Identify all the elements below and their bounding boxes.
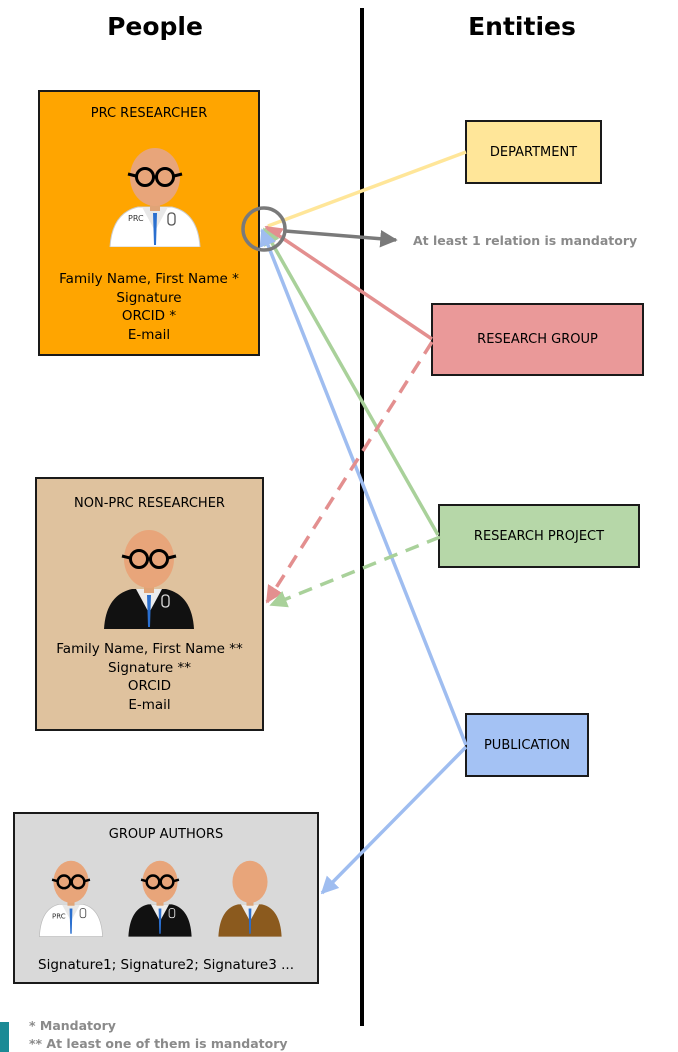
non-prc-researcher-avatar-icon xyxy=(104,530,194,629)
research-project-box: RESEARCH PROJECT xyxy=(438,504,640,568)
non-prc-researcher-fields: Family Name, First Name ** Signature ** … xyxy=(37,640,262,714)
research-group-relation-line xyxy=(264,225,433,341)
research-group-optional-line xyxy=(265,341,434,604)
research-group-box: RESEARCH GROUP xyxy=(431,303,644,376)
non-prc-researcher-title: NON-PRC RESEARCHER xyxy=(74,496,225,511)
publication-label: PUBLICATION xyxy=(483,737,571,753)
mandatory-relation-note: At least 1 relation is mandatory xyxy=(413,233,638,248)
non-prc-field-email: E-mail xyxy=(128,696,171,713)
prc-researcher-fields: Family Name, First Name * Signature ORCI… xyxy=(40,270,258,344)
research-group-label: RESEARCH GROUP xyxy=(477,332,598,347)
non-prc-researcher-box: NON-PRC RESEARCHER Family Name, First Na… xyxy=(35,477,264,731)
mandatory-annotation-arrow xyxy=(284,229,398,248)
prc-field-signature: Signature xyxy=(116,289,182,306)
prc-field-name: Family Name, First Name * xyxy=(59,271,239,287)
group-authors-signatures: Signature1; Signature2; Signature3 ... xyxy=(38,957,294,973)
entities-column-title: Entities xyxy=(468,12,576,41)
corner-marker xyxy=(0,1022,9,1052)
group-authors-title: GROUP AUTHORS xyxy=(108,827,224,842)
publication-box: PUBLICATION xyxy=(465,713,589,777)
non-prc-field-name: Family Name, First Name ** xyxy=(56,641,243,657)
prc-researcher-title: PRC RESEARCHER xyxy=(90,106,208,121)
column-divider xyxy=(360,8,364,1026)
publication-group-line xyxy=(320,745,468,895)
non-prc-field-signature: Signature ** xyxy=(108,659,191,676)
department-box: DEPARTMENT xyxy=(465,120,602,184)
legend-one-mandatory: ** At least one of them is mandatory xyxy=(29,1036,288,1051)
svg-text:PRC: PRC xyxy=(52,911,66,920)
prc-researcher-avatar-icon: PRC xyxy=(109,148,201,247)
research-project-relation-line xyxy=(262,227,440,536)
prc-field-orcid: ORCID * xyxy=(121,308,177,324)
research-project-optional-line xyxy=(269,535,441,608)
group-authors-box: GROUP AUTHORS PRC Signature1; Signature2… xyxy=(13,812,319,984)
legend-mandatory: * Mandatory xyxy=(29,1018,116,1033)
group-prc-avatar-icon: PRC xyxy=(39,860,103,937)
prc-field-email: E-mail xyxy=(127,326,171,343)
publication-relation-line xyxy=(259,228,468,746)
department-label: DEPARTMENT xyxy=(489,144,578,160)
department-relation-line xyxy=(267,150,467,228)
non-prc-field-orcid: ORCID xyxy=(127,678,172,694)
research-project-label: RESEARCH PROJECT xyxy=(473,528,605,544)
group-non-prc-avatar-icon xyxy=(128,860,192,937)
mandatory-relation-circle xyxy=(241,206,287,252)
svg-text:PRC: PRC xyxy=(128,214,144,223)
people-column-title: People xyxy=(107,12,203,41)
group-other-avatar-icon xyxy=(218,860,282,937)
prc-researcher-box: PRC RESEARCHER PRC Family Name, First Na… xyxy=(38,90,260,356)
